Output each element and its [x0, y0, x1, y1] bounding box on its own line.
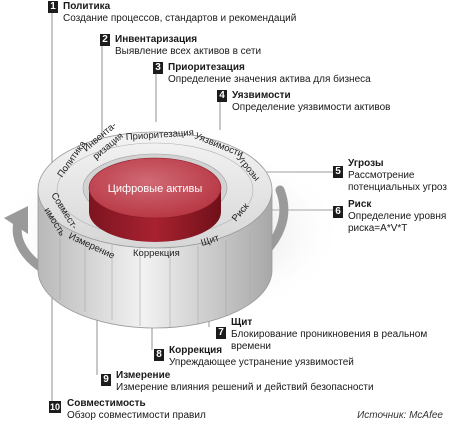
step-1: 1 Политика Создание процессов, стандарто… — [48, 1, 296, 25]
step-4-title: Уязвимости — [232, 90, 291, 101]
step-7-badge: 7 — [216, 327, 226, 339]
step-7: 7 Щит Блокирование проникновения в реаль… — [216, 317, 427, 353]
step-8-desc: Упреждающее устранение уязвимостей — [169, 357, 354, 368]
step-9-title: Измерение — [116, 370, 171, 381]
step-2: 2 Инвентаризация Выявление всех активов … — [100, 34, 261, 58]
step-2-badge: 2 — [100, 34, 110, 46]
step-4-badge: 4 — [217, 90, 227, 102]
step-4: 4 Уязвимости Определение уязвимости акти… — [217, 90, 390, 114]
step-9-desc: Измерение влияния решений и действий без… — [116, 382, 374, 393]
step-3-badge: 3 — [153, 62, 163, 74]
core-label: Цифровые активы — [108, 183, 203, 195]
step-8-title: Коррекция — [169, 345, 223, 356]
step-10-badge: 10 — [49, 401, 61, 413]
step-6-desc: Определение уровня — [348, 211, 447, 222]
step-6: 6 Риск Определение уровня риска=A*V*T — [333, 199, 446, 235]
step-1-desc: Создание процессов, стандартов и рекомен… — [63, 13, 297, 24]
step-5: 5 Угрозы Рассмотрение потенциальных угро… — [333, 158, 447, 194]
step-6-badge: 6 — [333, 206, 343, 218]
step-7-desc-2: времени — [231, 341, 271, 352]
step-7-desc: Блокирование проникновения в реальном — [231, 329, 428, 340]
step-6-title: Риск — [348, 199, 372, 210]
step-3: 3 Приоритезация Определение значения акт… — [153, 62, 371, 86]
step-5-desc: Рассмотрение — [348, 170, 415, 181]
source-caption: Источник: McAfee — [357, 410, 443, 421]
step-1-badge: 1 — [48, 1, 58, 13]
step-7-title: Щит — [231, 317, 253, 328]
step-10-title: Совместимость — [67, 398, 146, 409]
step-10: 10 Совместимость Обзор совместимости пра… — [49, 398, 206, 422]
step-8: 8 Коррекция Упреждающее устранение уязви… — [154, 345, 354, 369]
step-3-desc: Определение значения актива для бизнеса — [168, 74, 371, 85]
ring-label-prioritization: Приоритезация — [125, 127, 194, 143]
step-6-desc-2: риска=A*V*T — [348, 223, 408, 234]
step-9-badge: 9 — [101, 374, 111, 386]
step-10-desc: Обзор совместимости правил — [67, 410, 206, 421]
step-1-title: Политика — [63, 1, 111, 12]
step-8-badge: 8 — [154, 349, 164, 361]
step-2-desc: Выявление всех активов в сети — [115, 46, 262, 57]
step-5-badge: 5 — [333, 166, 343, 178]
step-5-title: Угрозы — [348, 158, 384, 169]
step-3-title: Приоритезация — [168, 62, 245, 73]
step-2-title: Инвентаризация — [115, 34, 198, 45]
step-4-desc: Определение уязвимости активов — [232, 102, 391, 113]
step-9: 9 Измерение Измерение влияния решений и … — [101, 370, 374, 394]
ring-label-correction: Коррекция — [133, 248, 180, 259]
step-5-desc-2: потенциальных угроз — [348, 182, 447, 193]
